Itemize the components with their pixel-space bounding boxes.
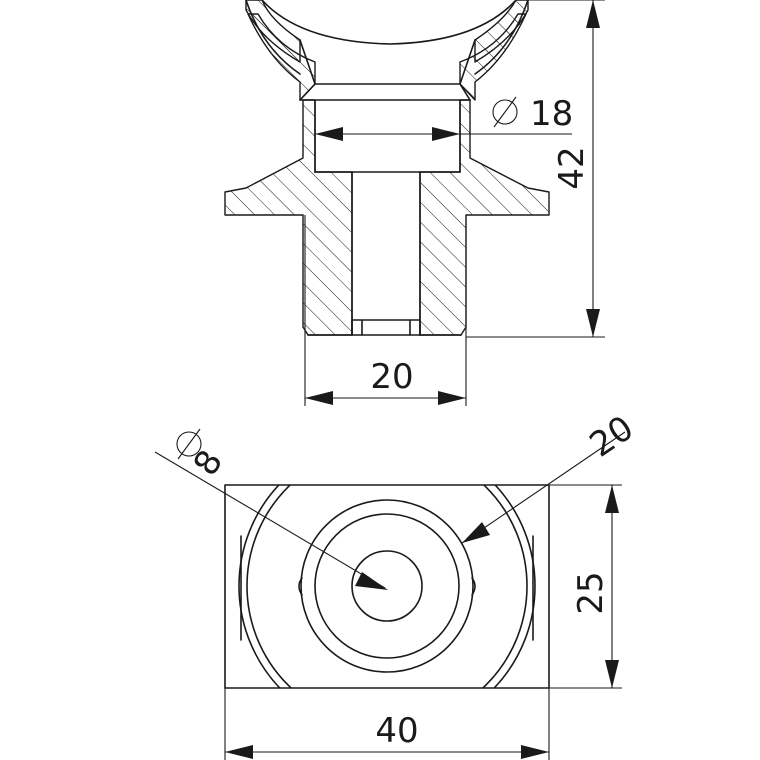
dim-outer-radius: 20 — [583, 408, 641, 465]
dim-hole-diameter: 8 — [186, 443, 231, 483]
block-outline — [224, 484, 550, 689]
shell-outer-arc — [245, 0, 529, 75]
dim-block-height: 25 — [571, 571, 611, 614]
dim-block-width: 40 — [375, 711, 418, 751]
shell-right-lower-hatched — [459, 13, 527, 101]
dim-bore-diameter: 18 — [530, 94, 573, 134]
hole-circle — [351, 550, 423, 622]
sphere-cavity-arc — [261, 0, 517, 45]
outer-circle — [238, 485, 536, 688]
dim-stem-width: 20 — [370, 357, 413, 397]
dim-total-height: 42 — [552, 146, 592, 189]
section-view: 18 42 20 — [224, 0, 605, 406]
middle-circle — [300, 499, 474, 673]
plan-view: 8 20 25 40 — [154, 408, 641, 760]
inner-circle — [314, 513, 460, 659]
